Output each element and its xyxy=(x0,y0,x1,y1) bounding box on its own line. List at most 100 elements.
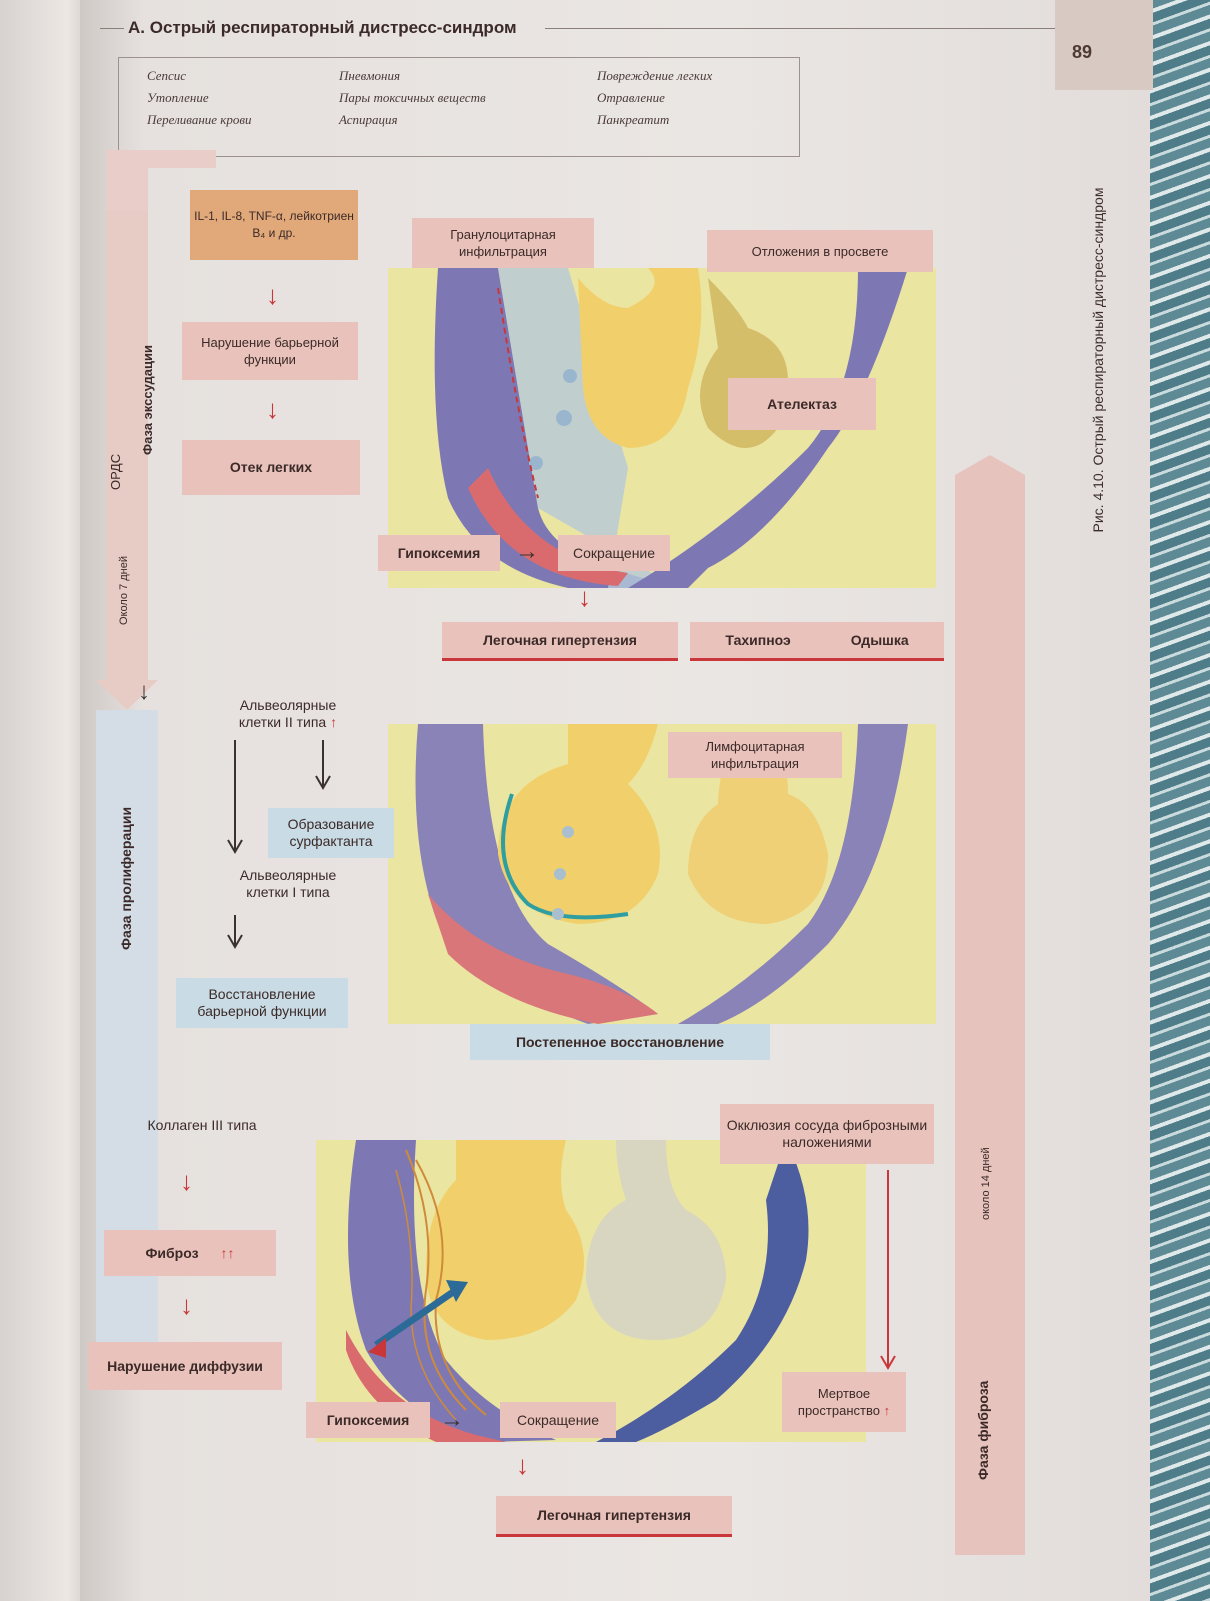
lymphocyte xyxy=(552,908,564,920)
occlusion-label: Окклюзия сосуда фиброзными наложениями xyxy=(720,1104,934,1164)
capillary-red-segment xyxy=(468,468,628,586)
down-arrow: ↓ xyxy=(180,1166,193,1196)
alveolar-type2-line2: клетки II типа ↑ xyxy=(239,714,337,731)
alveolus xyxy=(426,1140,584,1340)
proliferation-bar xyxy=(96,710,158,1390)
down-arrow: ↓ xyxy=(180,1290,193,1320)
alveolar-type2-label: Альвеолярные клетки II типа ↑ xyxy=(218,694,358,734)
lung-edema-label: Отек легких xyxy=(182,440,360,495)
dead-space-label: Мертвое пространство ↑ xyxy=(782,1372,906,1432)
symptoms-label: Тахипноэ Одышка xyxy=(690,622,944,661)
damaged-barrier xyxy=(497,287,539,499)
figure-caption: Рис. 4.10. Острый респираторный дистресс… xyxy=(1090,187,1106,533)
cause-item: Отравление xyxy=(597,90,665,105)
cause-item: Панкреатит xyxy=(597,112,670,127)
collagen-fibers xyxy=(395,1169,457,1421)
gradual-recovery-label: Постепенное восстановление xyxy=(470,1024,770,1060)
alveolus-right xyxy=(688,744,828,924)
pulmonary-hypertension-label: Легочная гипертензия xyxy=(442,622,678,661)
occluded-capillary xyxy=(596,1140,809,1442)
fibrosis-illustration xyxy=(316,1140,866,1442)
fibrosis-bar xyxy=(955,455,1025,1555)
granulocyte-infiltration-label: Гранулоцитарная инфильтрация xyxy=(412,218,594,268)
diffusion-disorder-label: Нарушение диффузии xyxy=(88,1342,282,1390)
dead-space-alveolus xyxy=(586,1140,726,1340)
alveolus xyxy=(498,724,660,924)
fibrosis-label: Фиброз ↑↑ xyxy=(104,1230,276,1276)
exudation-bar xyxy=(106,210,148,670)
ards-bar-top xyxy=(106,150,216,210)
strong-increase-icon: ↑↑ xyxy=(220,1244,235,1261)
diffusion-arrow-shaft xyxy=(374,1287,458,1348)
edema-fluid xyxy=(498,268,678,588)
arrowhead xyxy=(227,934,243,949)
collagen-label: Коллаген III типа xyxy=(147,1116,257,1133)
causes-box: Сепсис Утопление Переливание крови Пневм… xyxy=(118,57,800,157)
occlusion-arrow xyxy=(880,1170,896,1370)
exudation-phase-label: Фаза экссудации xyxy=(140,345,155,455)
cause-item: Сепсис xyxy=(147,68,187,83)
alveolus xyxy=(578,268,702,448)
capillary-right xyxy=(628,268,908,588)
page-number-tab xyxy=(1055,0,1153,90)
hypoxemia-label: Гипоксемия xyxy=(378,535,500,571)
lymphocyte xyxy=(554,868,566,880)
barrier-disruption-label: Нарушение барьерной функции xyxy=(182,322,358,380)
fibrosis-text: Фиброз xyxy=(145,1244,199,1261)
proliferation-illustration xyxy=(388,724,936,1024)
cause-item: Утопление xyxy=(147,90,209,105)
section-title: А. Острый респираторный дистресс-синдром xyxy=(128,18,517,37)
cause-item: Переливание крови xyxy=(147,112,252,127)
proliferation-phase-label: Фаза пролиферации xyxy=(118,806,134,950)
pulmonary-hypertension-label-2: Легочная гипертензия xyxy=(496,1496,732,1537)
down-arrow: ↓ xyxy=(578,582,591,612)
alveolar-type2-line1: Альвеолярные xyxy=(239,697,337,713)
surfactant-layer xyxy=(501,793,629,920)
down-arrow: ↓ xyxy=(138,678,150,705)
collagen-fibers xyxy=(405,1149,467,1411)
granulocyte xyxy=(529,456,543,470)
capillary-left xyxy=(348,1140,556,1442)
granulocyte xyxy=(563,369,577,383)
arrowhead xyxy=(227,839,243,854)
alveolar-type1-label: Альвеолярные клетки I типа xyxy=(218,864,358,904)
diffusion-arrow-tail xyxy=(368,1338,386,1358)
about-7-days-label: Около 7 дней xyxy=(118,555,130,625)
diffusion-arrow-head xyxy=(446,1280,468,1302)
surfactant-label: Образование сурфактанта xyxy=(268,808,394,858)
phase-bar-right xyxy=(955,455,1025,1555)
cause-item: Пневмония xyxy=(339,68,401,83)
background-fabric xyxy=(1150,0,1210,1601)
mediators-label: IL-1, IL-8, TNF-α, лейкотриен B₄ и др. xyxy=(190,190,358,260)
arrowhead xyxy=(315,775,331,790)
cause-item: Повреждение легких xyxy=(597,68,713,83)
capillary-right xyxy=(678,724,908,1024)
right-arrow: → xyxy=(440,1406,464,1433)
fibrosis-phase-label: Фаза фиброза xyxy=(975,1380,991,1480)
alveolar-type2-text: клетки II типа xyxy=(238,714,327,730)
contraction-label: Сокращение xyxy=(558,535,670,571)
title-rule-left xyxy=(100,28,124,29)
down-arrow: ↓ xyxy=(266,280,279,310)
dyspnea-label: Одышка xyxy=(850,631,909,648)
alveolar-type1-line2: клетки I типа xyxy=(246,884,330,900)
barrier-restore-label: Восстановление барьерной функции xyxy=(176,978,348,1028)
dead-space-text: Мертвое пространство xyxy=(797,1386,880,1418)
increase-icon: ↑ xyxy=(883,1403,891,1418)
atelectasis-label: Ателектаз xyxy=(728,378,876,430)
about-14-days-label: около 14 дней xyxy=(980,1147,992,1220)
lymphocyte xyxy=(562,826,574,838)
page-number: 89 xyxy=(1072,42,1093,62)
down-arrow: ↓ xyxy=(516,1450,529,1480)
arrowhead xyxy=(880,1355,896,1370)
capillary-red-segment xyxy=(428,894,658,1024)
title-rule xyxy=(545,28,1055,29)
increase-icon: ↑ xyxy=(330,714,338,730)
cause-item: Аспирация xyxy=(339,112,398,127)
right-arrow: → xyxy=(515,538,539,565)
ards-label: ОРДС xyxy=(108,453,123,490)
hypoxemia-label-2: Гипоксемия xyxy=(306,1402,430,1438)
granulocyte xyxy=(556,410,572,426)
dead-space-line: Мертвое пространство ↑ xyxy=(782,1385,906,1419)
tachypnea-label: Тахипноэ xyxy=(725,631,791,648)
